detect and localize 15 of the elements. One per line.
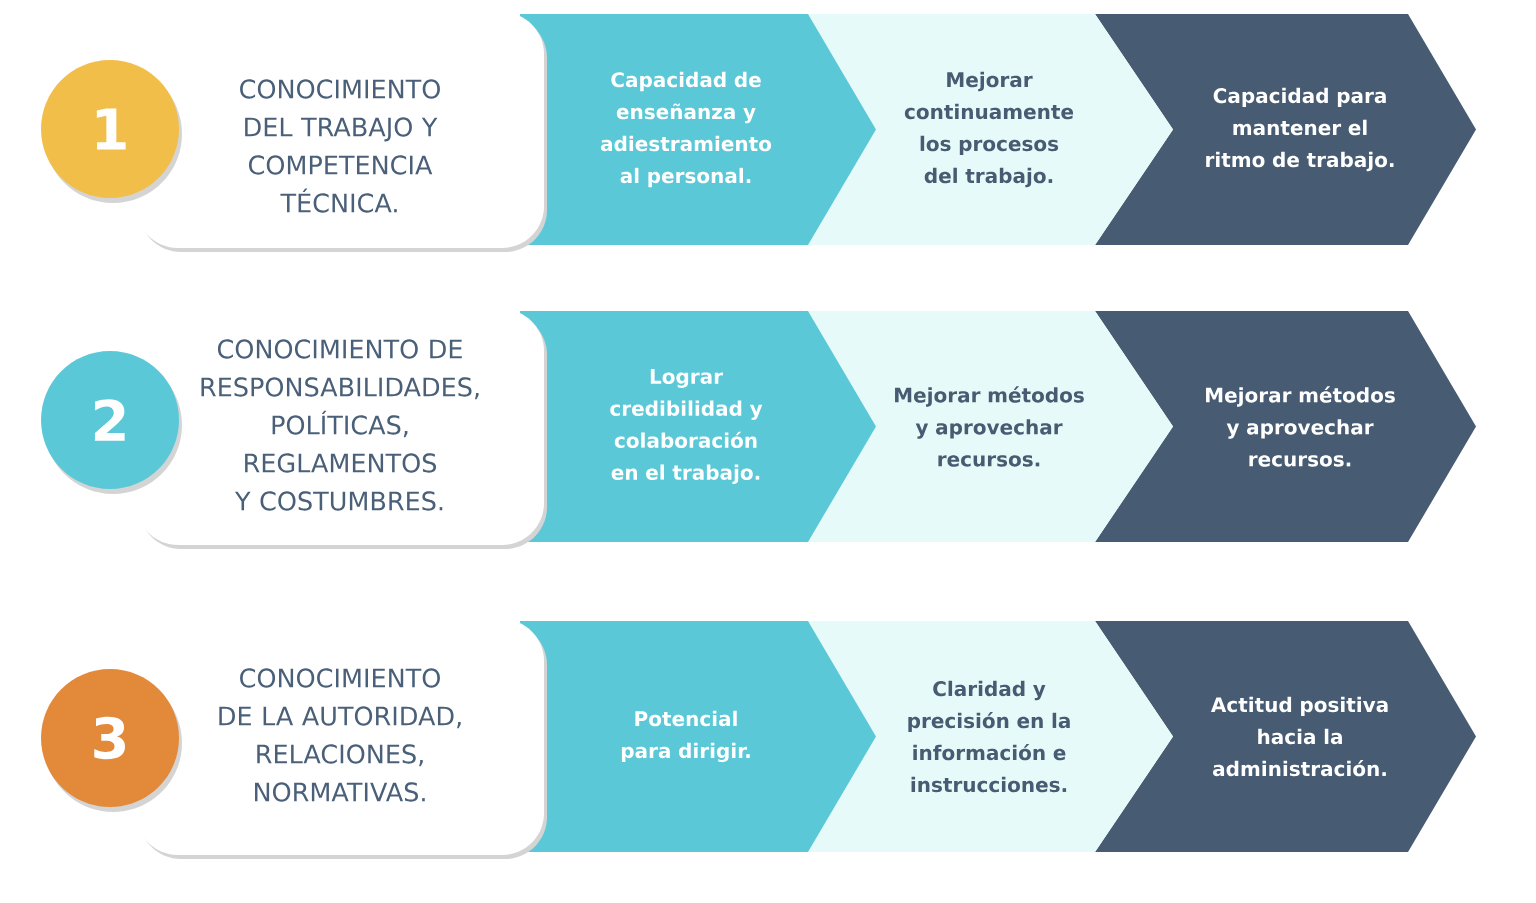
node-label: CONOCIMIENTO DE RESPONSABILIDADES, POLÍTICAS, REGLAMENTOS Y COSTUMBRES. [201,339,479,511]
number-badge: 3 [41,669,182,812]
number-badge: 1 [41,60,182,203]
text-card: CONOCIMIENTO DEL TRABAJO Y COMPETENCIA TÉCNICA. [136,12,547,252]
node-label: CONOCIMIENTO DE LA AUTORIDAD, RELACIONES, NORMATIVAS. [219,668,461,802]
chevron-band: Mejorar métodos y aprovechar recursos. [1095,311,1476,542]
text-card: CONOCIMIENTO DE LA AUTORIDAD, RELACIONES, NORMATIVAS. [136,619,547,859]
chevron-band: Capacidad para mantener el ritmo de trabajo. [1095,14,1476,245]
node-label: CONOCIMIENTO DEL TRABAJO Y COMPETENCIA TÉCNICA. [240,79,440,213]
text-card: CONOCIMIENTO DE RESPONSABILIDADES, POLÍTICAS, REGLAMENTOS Y COSTUMBRES. [136,309,547,549]
chevron-band: Mejorar continuamente los procesos del trabajo. [808,14,1173,245]
chevron-band: Claridad y precisión en la información e instrucciones. [808,621,1173,852]
chevron-band: Actitud positiva hacia la administración. [1095,621,1476,852]
chevron-band: Mejorar métodos y aprovechar recursos. [808,311,1173,542]
number-badge: 2 [41,351,182,494]
